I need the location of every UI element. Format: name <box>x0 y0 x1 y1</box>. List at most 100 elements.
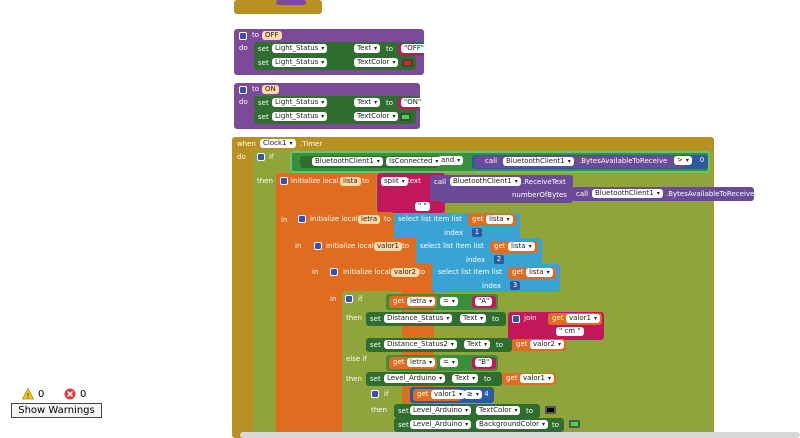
component-dropdown[interactable]: Level_Arduino <box>410 420 472 429</box>
number-four[interactable]: 4 <box>482 390 491 399</box>
join-block[interactable]: join get valor1 " cm " <box>508 312 604 340</box>
color-green-swatch[interactable] <box>569 420 580 428</box>
string-value[interactable]: "ON" <box>401 98 425 107</box>
clock-dropdown[interactable]: Clock1 <box>260 139 296 148</box>
join-mutator-gear-icon[interactable] <box>512 315 520 323</box>
init-mutator-gear-icon[interactable] <box>298 215 306 223</box>
component-dropdown[interactable]: Light_Status <box>272 58 328 67</box>
bluetooth-dropdown[interactable]: BluetoothClient1 <box>312 157 383 166</box>
proc-name-off[interactable]: OFF <box>262 31 282 40</box>
separator-string-block[interactable]: " " <box>412 201 442 212</box>
property-dropdown[interactable]: Text <box>464 340 491 349</box>
component-dropdown[interactable]: Distance_Status2 <box>384 340 457 349</box>
select-list-item-block-1[interactable]: select list item list get lista index 1 <box>394 213 520 240</box>
set-level-textcolor-block[interactable]: set Level_Arduino TextColor to <box>394 404 540 418</box>
ge-dropdown[interactable]: ≥ <box>464 390 482 399</box>
and-logic-block[interactable]: BluetoothClient1 IsConnected and call Bl… <box>290 151 710 173</box>
workspace-horizontal-scrollbar[interactable] <box>240 432 800 438</box>
color-green-swatch[interactable] <box>400 113 411 121</box>
get-lista-block[interactable]: get lista <box>468 214 516 226</box>
eq-dropdown[interactable]: = <box>440 297 458 306</box>
set-textcolor-block[interactable]: set Light_Status TextColor to <box>254 56 416 70</box>
get-letra-block[interactable]: get letra <box>389 357 437 369</box>
if-mutator-gear-icon[interactable] <box>345 295 353 303</box>
var-valor1-field[interactable]: valor1 <box>374 242 402 251</box>
compare-letra-A-block[interactable]: get letra = "A" <box>386 294 498 310</box>
eq-dropdown[interactable]: = <box>440 358 458 367</box>
number-zero[interactable]: 0 <box>698 156 706 165</box>
if-mutator-gear-icon[interactable] <box>257 153 265 161</box>
get-lista-block[interactable]: get lista <box>508 267 556 279</box>
nested-if-block[interactable]: if then <box>368 387 396 438</box>
set-level-bgcolor-block[interactable]: set Level_Arduino BackgroundColor to <box>394 418 564 432</box>
init-mutator-gear-icon[interactable] <box>280 177 288 185</box>
property-dropdown[interactable]: TextColor <box>354 112 399 121</box>
string-value[interactable]: "OFF" <box>401 44 428 53</box>
component-dropdown[interactable]: Level_Arduino <box>384 374 446 383</box>
var-lista-field[interactable]: lista <box>340 177 361 186</box>
var-letra-field[interactable]: letra <box>358 215 381 224</box>
compare-letra-B-block[interactable]: get letra = "B" <box>386 355 498 371</box>
valor2-ref-dropdown[interactable]: valor2 <box>530 340 565 349</box>
init-mutator-gear-icon[interactable] <box>330 268 338 276</box>
split-dropdown[interactable]: split <box>381 177 408 186</box>
component-dropdown[interactable]: Level_Arduino <box>410 406 472 415</box>
get-valor1-block[interactable]: get valor1 <box>548 313 602 325</box>
get-lista-block[interactable]: get lista <box>490 241 538 253</box>
color-black-swatch[interactable] <box>545 406 556 414</box>
property-dropdown[interactable]: TextColor <box>476 406 521 415</box>
property-dropdown[interactable]: Text <box>354 98 381 107</box>
compare-gt-block[interactable]: call BluetoothClient1 .BytesAvailableToR… <box>472 155 708 169</box>
bluetooth-dropdown[interactable]: BluetoothClient1 <box>450 177 521 186</box>
letra-ref-dropdown[interactable]: letra <box>407 358 436 367</box>
lista-ref-dropdown[interactable]: lista <box>486 215 513 224</box>
call-bytes-available-block[interactable]: call BluetoothClient1 .BytesAvailableToR… <box>475 156 685 168</box>
show-warnings-button[interactable]: Show Warnings <box>11 403 102 418</box>
component-dropdown[interactable]: Distance_Status <box>384 314 453 323</box>
color-red-swatch[interactable] <box>402 59 413 67</box>
get-valor1-block-2[interactable]: get valor1 <box>502 373 556 385</box>
is-connected-getter[interactable]: BluetoothClient1 IsConnected <box>300 156 442 168</box>
string-cm[interactable]: " cm " <box>556 327 584 336</box>
string-A[interactable]: "A" <box>475 297 493 306</box>
component-dropdown[interactable]: Light_Status <box>272 98 328 107</box>
component-dropdown[interactable]: Light_Status <box>272 44 328 53</box>
bluetooth-dropdown[interactable]: BluetoothClient1 <box>503 157 574 166</box>
valor1-ref-dropdown[interactable]: valor1 <box>431 390 466 399</box>
procedure-on-block[interactable]: to ON do set Light_Status Text to "ON" s… <box>234 83 425 129</box>
compare-valor1-ge-block[interactable]: get valor1 ≥ 4 <box>410 387 494 403</box>
and-dropdown[interactable]: and <box>438 156 464 165</box>
set-textcolor-block[interactable]: set Light_Status TextColor to <box>254 110 416 124</box>
string-B-block[interactable]: "B" <box>472 357 496 369</box>
get-valor2-block[interactable]: get valor2 <box>512 339 566 351</box>
letra-ref-dropdown[interactable]: letra <box>407 297 436 306</box>
lista-ref-dropdown[interactable]: lista <box>508 242 535 251</box>
component-dropdown[interactable]: Light_Status <box>272 112 328 121</box>
text-string-block[interactable]: "OFF" <box>398 43 428 55</box>
bluetooth-dropdown[interactable]: BluetoothClient1 <box>592 189 663 198</box>
select-list-item-block-3[interactable]: select list item list get lista index 3 <box>432 264 560 292</box>
get-valor1-block-3[interactable]: get valor1 <box>413 389 466 401</box>
index-2[interactable]: 2 <box>494 255 504 264</box>
property-dropdown[interactable]: Text <box>452 374 479 383</box>
call-bytes-available-block-2[interactable]: call BluetoothClient1 .BytesAvailableToR… <box>572 187 754 201</box>
string-A-block[interactable]: "A" <box>472 296 496 308</box>
separator-string[interactable]: " " <box>415 202 430 211</box>
set-level-text-block[interactable]: set Level_Arduino Text to <box>366 372 502 386</box>
property-dropdown[interactable]: Text <box>354 44 381 53</box>
set-text-block[interactable]: set Light_Status Text to "OFF" <box>254 42 428 56</box>
gt-dropdown[interactable]: > <box>674 156 692 165</box>
valor1-ref-dropdown[interactable]: valor1 <box>566 314 601 323</box>
call-receive-text-block[interactable]: call BluetoothClient1 .ReceiveText numbe… <box>430 175 573 203</box>
valor1-ref-dropdown[interactable]: valor1 <box>520 374 555 383</box>
var-valor2-field[interactable]: valor2 <box>391 268 419 277</box>
set-distance2-text-block[interactable]: set Distance_Status2 Text to <box>366 338 512 352</box>
text-string-block[interactable]: "ON" <box>398 97 425 109</box>
mutator-gear-icon[interactable] <box>239 32 247 40</box>
lista-ref-dropdown[interactable]: lista <box>526 268 553 277</box>
index-1[interactable]: 1 <box>472 228 482 237</box>
select-list-item-block-2[interactable]: select list item list get lista index 2 <box>416 238 542 266</box>
property-dropdown[interactable]: BackgroundColor <box>476 420 549 429</box>
mutator-gear-icon[interactable] <box>239 86 247 94</box>
if-mutator-gear-icon[interactable] <box>371 390 379 398</box>
